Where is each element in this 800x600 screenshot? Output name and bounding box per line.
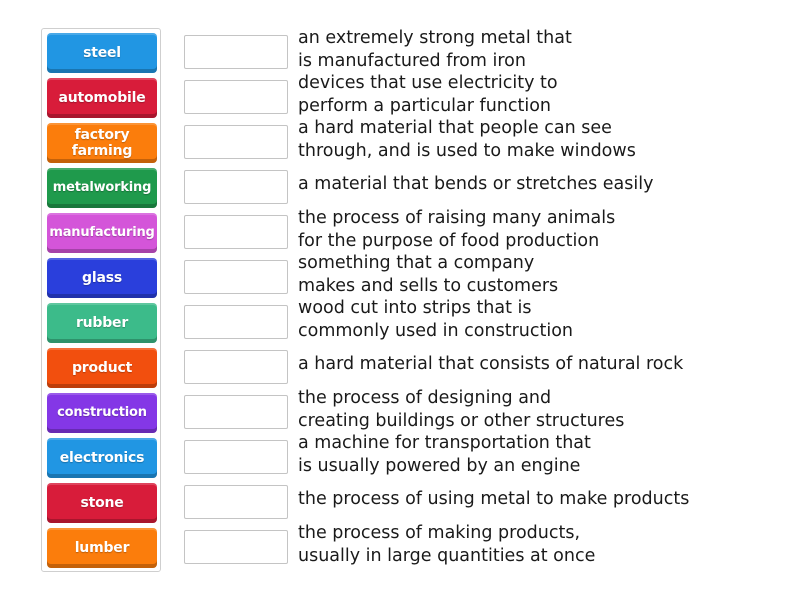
drop-slot-6[interactable] (184, 260, 288, 294)
drop-slot-4[interactable] (184, 170, 288, 204)
drop-slot-2[interactable] (184, 80, 288, 114)
tile-product[interactable]: product (47, 348, 157, 388)
drop-slot-12[interactable] (184, 530, 288, 564)
drop-slot-11[interactable] (184, 485, 288, 519)
definition-8: a hard material that consists of natural… (298, 354, 684, 375)
definition-10: a machine for transportation that is usu… (298, 433, 591, 476)
tile-stone[interactable]: stone (47, 483, 157, 523)
drop-slot-8[interactable] (184, 350, 288, 384)
tile-lumber[interactable]: lumber (47, 528, 157, 568)
tile-rubber[interactable]: rubber (47, 303, 157, 343)
definition-3: a hard material that people can see thro… (298, 118, 636, 161)
tile-factory-farming[interactable]: factory farming (47, 123, 157, 163)
tile-electronics[interactable]: electronics (47, 438, 157, 478)
drop-slot-1[interactable] (184, 35, 288, 69)
tile-construction[interactable]: construction (47, 393, 157, 433)
drop-slot-7[interactable] (184, 305, 288, 339)
tile-steel[interactable]: steel (47, 33, 157, 73)
drop-slot-9[interactable] (184, 395, 288, 429)
drop-slot-3[interactable] (184, 125, 288, 159)
drop-slot-10[interactable] (184, 440, 288, 474)
tile-manufacturing[interactable]: manufacturing (47, 213, 157, 253)
definition-2: devices that use electricity to perform … (298, 73, 558, 116)
drop-slot-5[interactable] (184, 215, 288, 249)
definition-11: the process of using metal to make produ… (298, 489, 690, 510)
definition-4: a material that bends or stretches easil… (298, 174, 654, 195)
definition-12: the process of making products, usually … (298, 523, 596, 566)
tile-automobile[interactable]: automobile (47, 78, 157, 118)
definition-1: an extremely strong metal that is manufa… (298, 28, 572, 71)
tile-metalworking[interactable]: metalworking (47, 168, 157, 208)
definition-6: something that a company makes and sells… (298, 253, 559, 296)
definition-5: the process of raising many animals for … (298, 208, 616, 251)
tile-glass[interactable]: glass (47, 258, 157, 298)
definition-9: the process of designing and creating bu… (298, 388, 625, 431)
tile-bank: steel automobile factory farming metalwo… (41, 28, 161, 572)
definition-7: wood cut into strips that is commonly us… (298, 298, 573, 341)
